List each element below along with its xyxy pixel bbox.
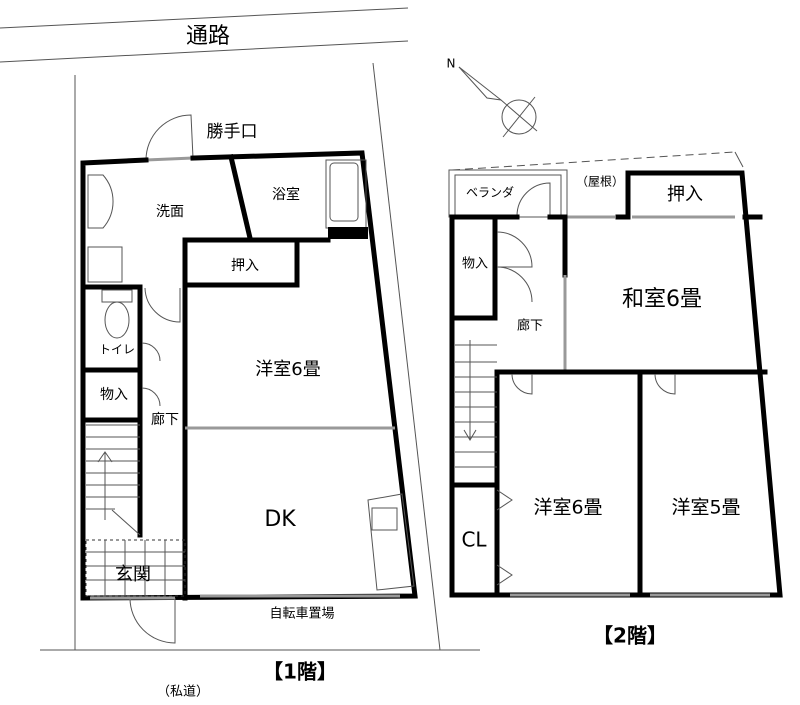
north-label: N <box>447 57 456 71</box>
hallway-label: 廊下 <box>151 411 179 428</box>
road <box>0 7 480 651</box>
dk-label: DK <box>264 507 296 532</box>
cl-label: CL <box>461 528 487 552</box>
entrance-tiles <box>85 539 186 597</box>
private-road-label: （私道） <box>157 685 209 700</box>
western-room-6-label: 洋室6畳 <box>533 497 602 519</box>
storage-label: 物入 <box>100 387 128 403</box>
roof-label: （屋根） <box>576 175 624 189</box>
compass-icon <box>458 66 538 138</box>
bath-label: 浴室 <box>272 186 300 203</box>
hallway-2f-label: 廊下 <box>517 318 543 334</box>
floor1-title: 【1階】 <box>263 660 337 684</box>
japanese-room-label: 和室6畳 <box>622 287 702 312</box>
floor2-plan <box>448 151 783 598</box>
road-label: 通路 <box>186 24 230 49</box>
toilet-label: トイレ <box>99 343 135 357</box>
closet-label: 押入 <box>231 258 259 274</box>
western-room-label: 洋室6畳 <box>255 359 320 380</box>
entrance-label: 玄関 <box>115 564 151 585</box>
stairs <box>86 424 141 536</box>
stairs-2f <box>455 340 497 468</box>
bicycle-parking-label: 自転車置場 <box>269 607 334 622</box>
western-room-5-label: 洋室5畳 <box>671 497 740 519</box>
veranda-label: ベランダ <box>466 185 514 200</box>
floor2-title: 【2階】 <box>593 624 667 648</box>
washroom-label: 洗面 <box>156 204 184 220</box>
back-door-label: 勝手口 <box>207 122 258 142</box>
storage-2f-label: 物入 <box>462 257 488 272</box>
floor1-plan <box>80 114 418 644</box>
back-door <box>145 114 194 161</box>
closet-2f-label: 押入 <box>667 184 703 205</box>
